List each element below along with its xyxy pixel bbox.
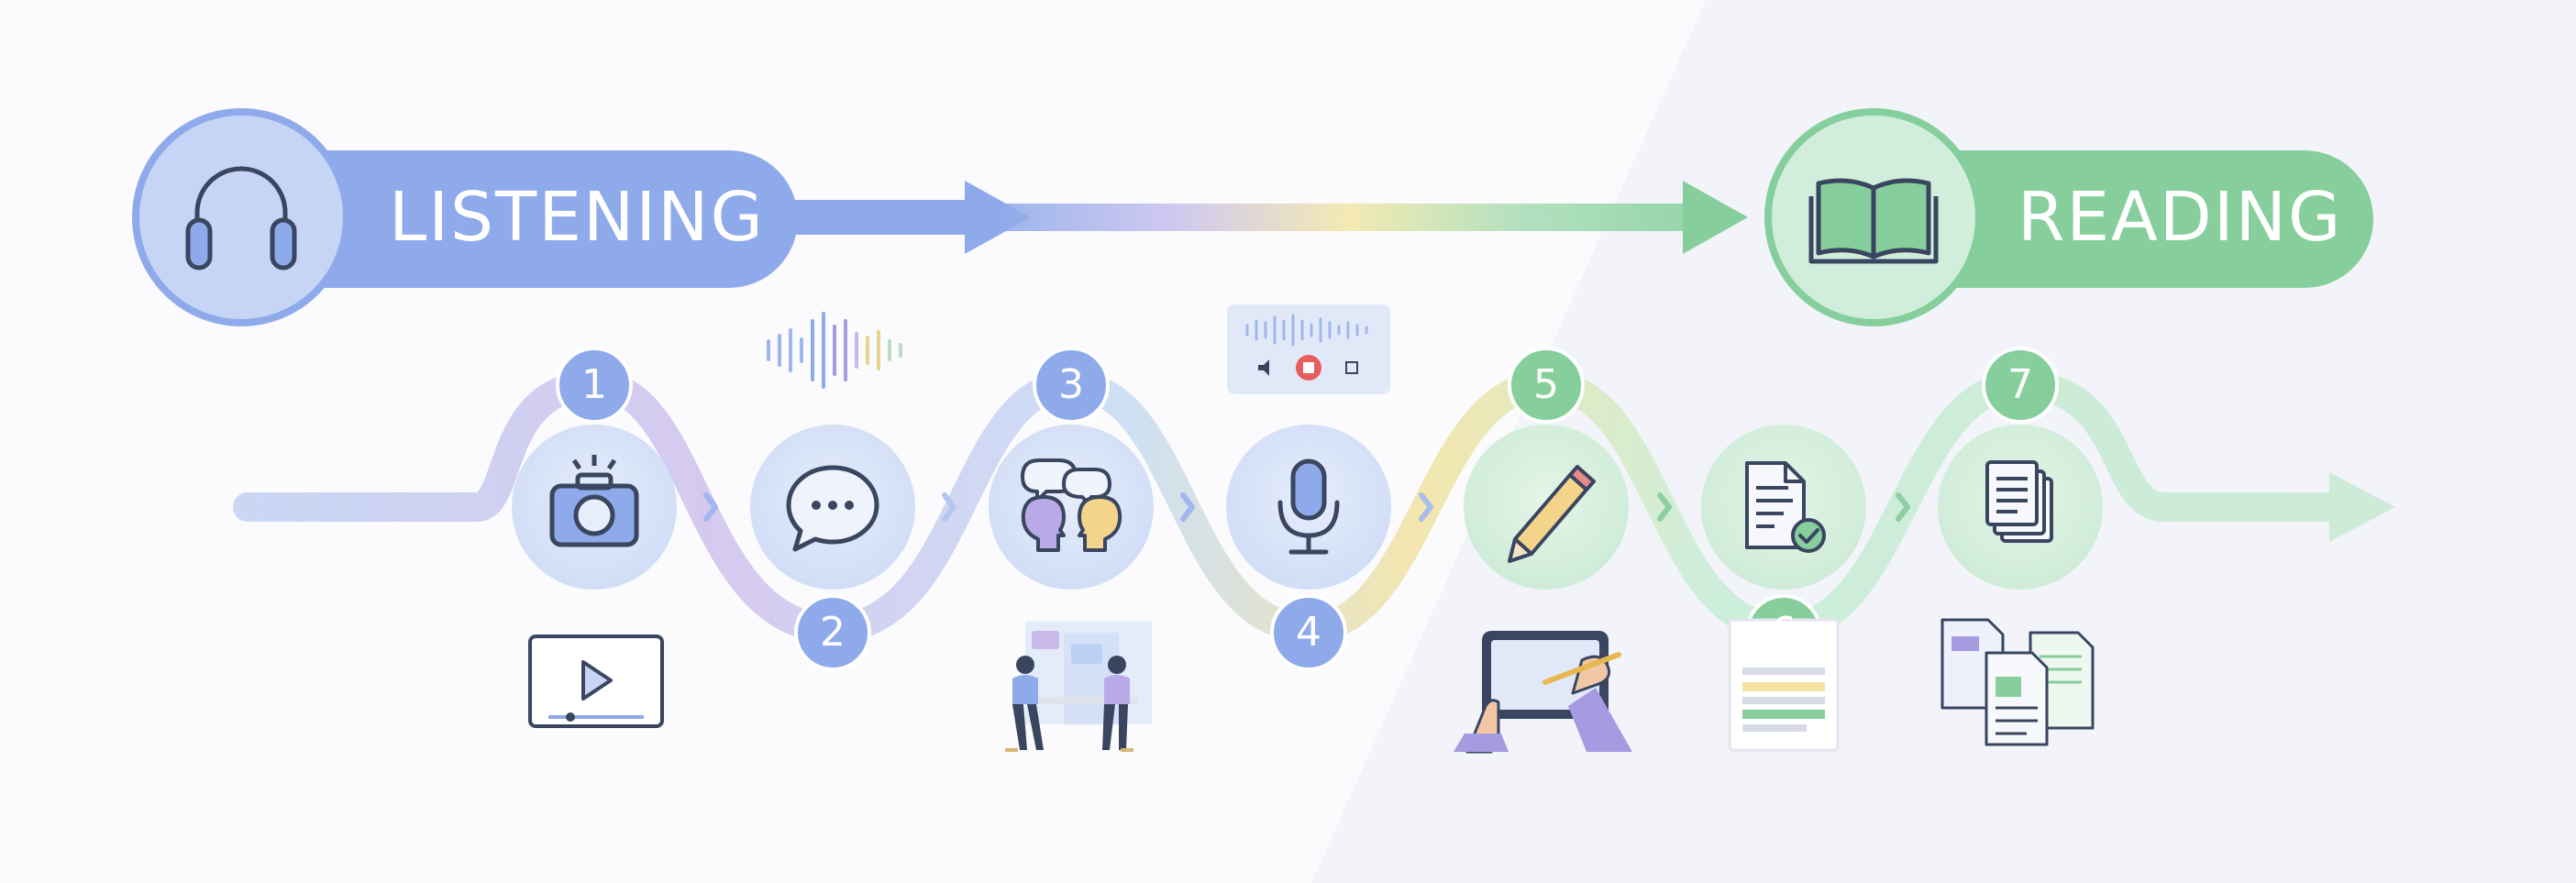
listening-icon-circle [132, 108, 350, 326]
highlighted-page-icon [1728, 618, 1840, 752]
chevron-icon [703, 492, 718, 522]
stop-icon [1345, 361, 1358, 374]
step-number: 6 [1771, 609, 1797, 656]
speech-bubble-icon [786, 465, 879, 552]
reading-pill [1871, 150, 2373, 288]
listening-pill [220, 150, 798, 288]
step-number: 7 [2007, 361, 2033, 408]
phase-timeline [132, 108, 2373, 326]
chevron-icon [1180, 492, 1195, 522]
step-6 [1701, 425, 1866, 590]
step-number: 2 [820, 609, 846, 656]
step-number: 1 [581, 361, 607, 408]
step-3 [989, 425, 1154, 590]
pencil-icon [1508, 465, 1596, 563]
chevron-icon [1896, 492, 1910, 522]
step-7 [1938, 425, 2103, 590]
conversation-heads-icon [1021, 458, 1122, 552]
arrow-shaft-blue [789, 200, 972, 235]
two-people-talking-icon [1005, 622, 1152, 752]
chevron-icon [942, 492, 956, 522]
video-player-icon [528, 635, 664, 728]
audio-recorder-icon [1227, 304, 1390, 394]
step-4 [1226, 425, 1391, 590]
sound-wave-icon [767, 312, 902, 389]
open-book-icon [1808, 178, 1939, 264]
document-collection-icon [1940, 618, 2095, 746]
step-1 [512, 425, 677, 590]
camera-icon [549, 455, 639, 547]
step-2 [750, 425, 915, 590]
headphones-icon [185, 166, 297, 270]
listening-label: LISTENING [389, 178, 765, 257]
step-number: 3 [1058, 361, 1084, 408]
reading-label: READING [2018, 178, 2343, 257]
path-arrow-head [2329, 472, 2395, 542]
chevron-icon [1657, 492, 1672, 522]
tablet-writing-icon [1454, 631, 1632, 754]
step-5 [1464, 425, 1629, 590]
step-number: 4 [1296, 609, 1321, 656]
arrow-head-blue [965, 181, 1031, 254]
arrow-shaft-gradient [1004, 204, 1692, 231]
microphone-icon [1277, 458, 1340, 555]
checked-document-icon [1745, 461, 1826, 553]
step-connectors [703, 492, 1910, 522]
step-number: 5 [1533, 361, 1559, 408]
arrow-head-green [1683, 181, 1748, 254]
chevron-icon [1419, 492, 1433, 522]
document-stack-icon [1985, 460, 2053, 543]
speaker-icon [1258, 359, 1269, 376]
